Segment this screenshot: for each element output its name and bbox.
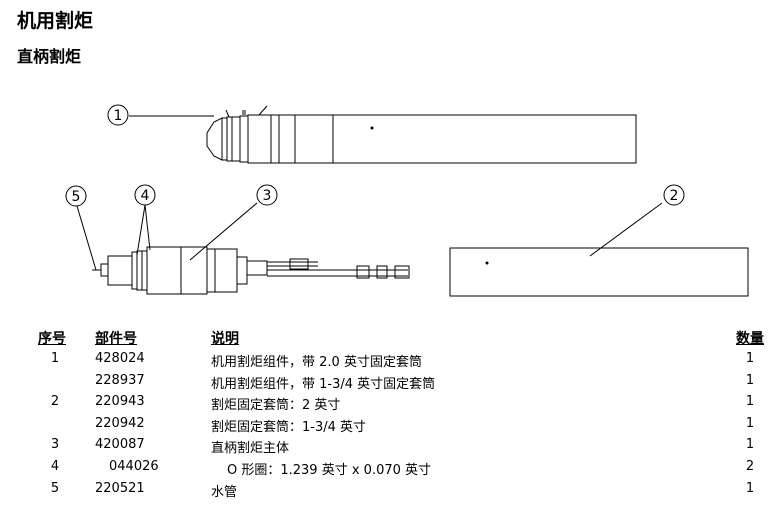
row-quantity: 1	[745, 394, 755, 409]
header-description: 说明	[211, 331, 239, 347]
header-quantity: 数量	[736, 331, 764, 347]
section-subtitle: 直柄割炬	[17, 47, 82, 66]
svg-text:2: 2	[670, 188, 679, 204]
torch-diagram: 1 2 3 4 5	[65, 104, 749, 297]
svg-text:5: 5	[72, 189, 81, 205]
row-item: 2	[50, 394, 60, 409]
retaining-sleeve	[449, 247, 749, 297]
row-item: 3	[50, 437, 60, 452]
header-item: 序号	[38, 331, 66, 347]
row-description: 割炬固定套筒：2 英寸	[211, 398, 341, 413]
row-part-number: 220942	[95, 416, 145, 431]
callout-2: 2	[663, 184, 685, 206]
svg-text:3: 3	[263, 188, 272, 204]
row-quantity: 1	[745, 351, 755, 366]
row-description: 机用割炬组件，带 2.0 英寸固定套筒	[211, 355, 422, 370]
callout-1: 1	[107, 104, 129, 126]
row-item: 4	[50, 459, 60, 474]
callout-5: 5	[65, 185, 87, 207]
row-item: 1	[50, 351, 60, 366]
row-part-number: 420087	[95, 437, 145, 452]
header-part-number: 部件号	[95, 331, 137, 347]
row-quantity: 1	[745, 437, 755, 452]
svg-text:1: 1	[114, 108, 123, 124]
svg-text:4: 4	[141, 188, 150, 204]
assembled-torch	[206, 105, 637, 164]
callout-4: 4	[134, 184, 156, 206]
row-part-number: 044026	[109, 459, 159, 474]
row-part-number: 228937	[95, 373, 145, 388]
row-description: 割炬固定套筒：1-3/4 英寸	[211, 420, 367, 435]
row-quantity: 2	[745, 459, 755, 474]
page-title: 机用割炬	[17, 10, 94, 32]
row-description: 水管	[211, 485, 238, 500]
torch-body	[92, 246, 410, 295]
row-quantity: 1	[745, 373, 755, 388]
row-quantity: 1	[745, 481, 755, 496]
row-quantity: 1	[745, 416, 755, 431]
row-part-number: 428024	[95, 351, 145, 366]
callout-3: 3	[256, 184, 278, 206]
row-description: 机用割炬组件，带 1-3/4 英寸固定套筒	[211, 377, 436, 392]
row-part-number: 220521	[95, 481, 145, 496]
row-item: 5	[50, 481, 60, 496]
row-description: 直柄割炬主体	[211, 441, 290, 456]
row-description: O 形圈：1.239 英寸 x 0.070 英寸	[227, 463, 432, 478]
row-part-number: 220943	[95, 394, 145, 409]
